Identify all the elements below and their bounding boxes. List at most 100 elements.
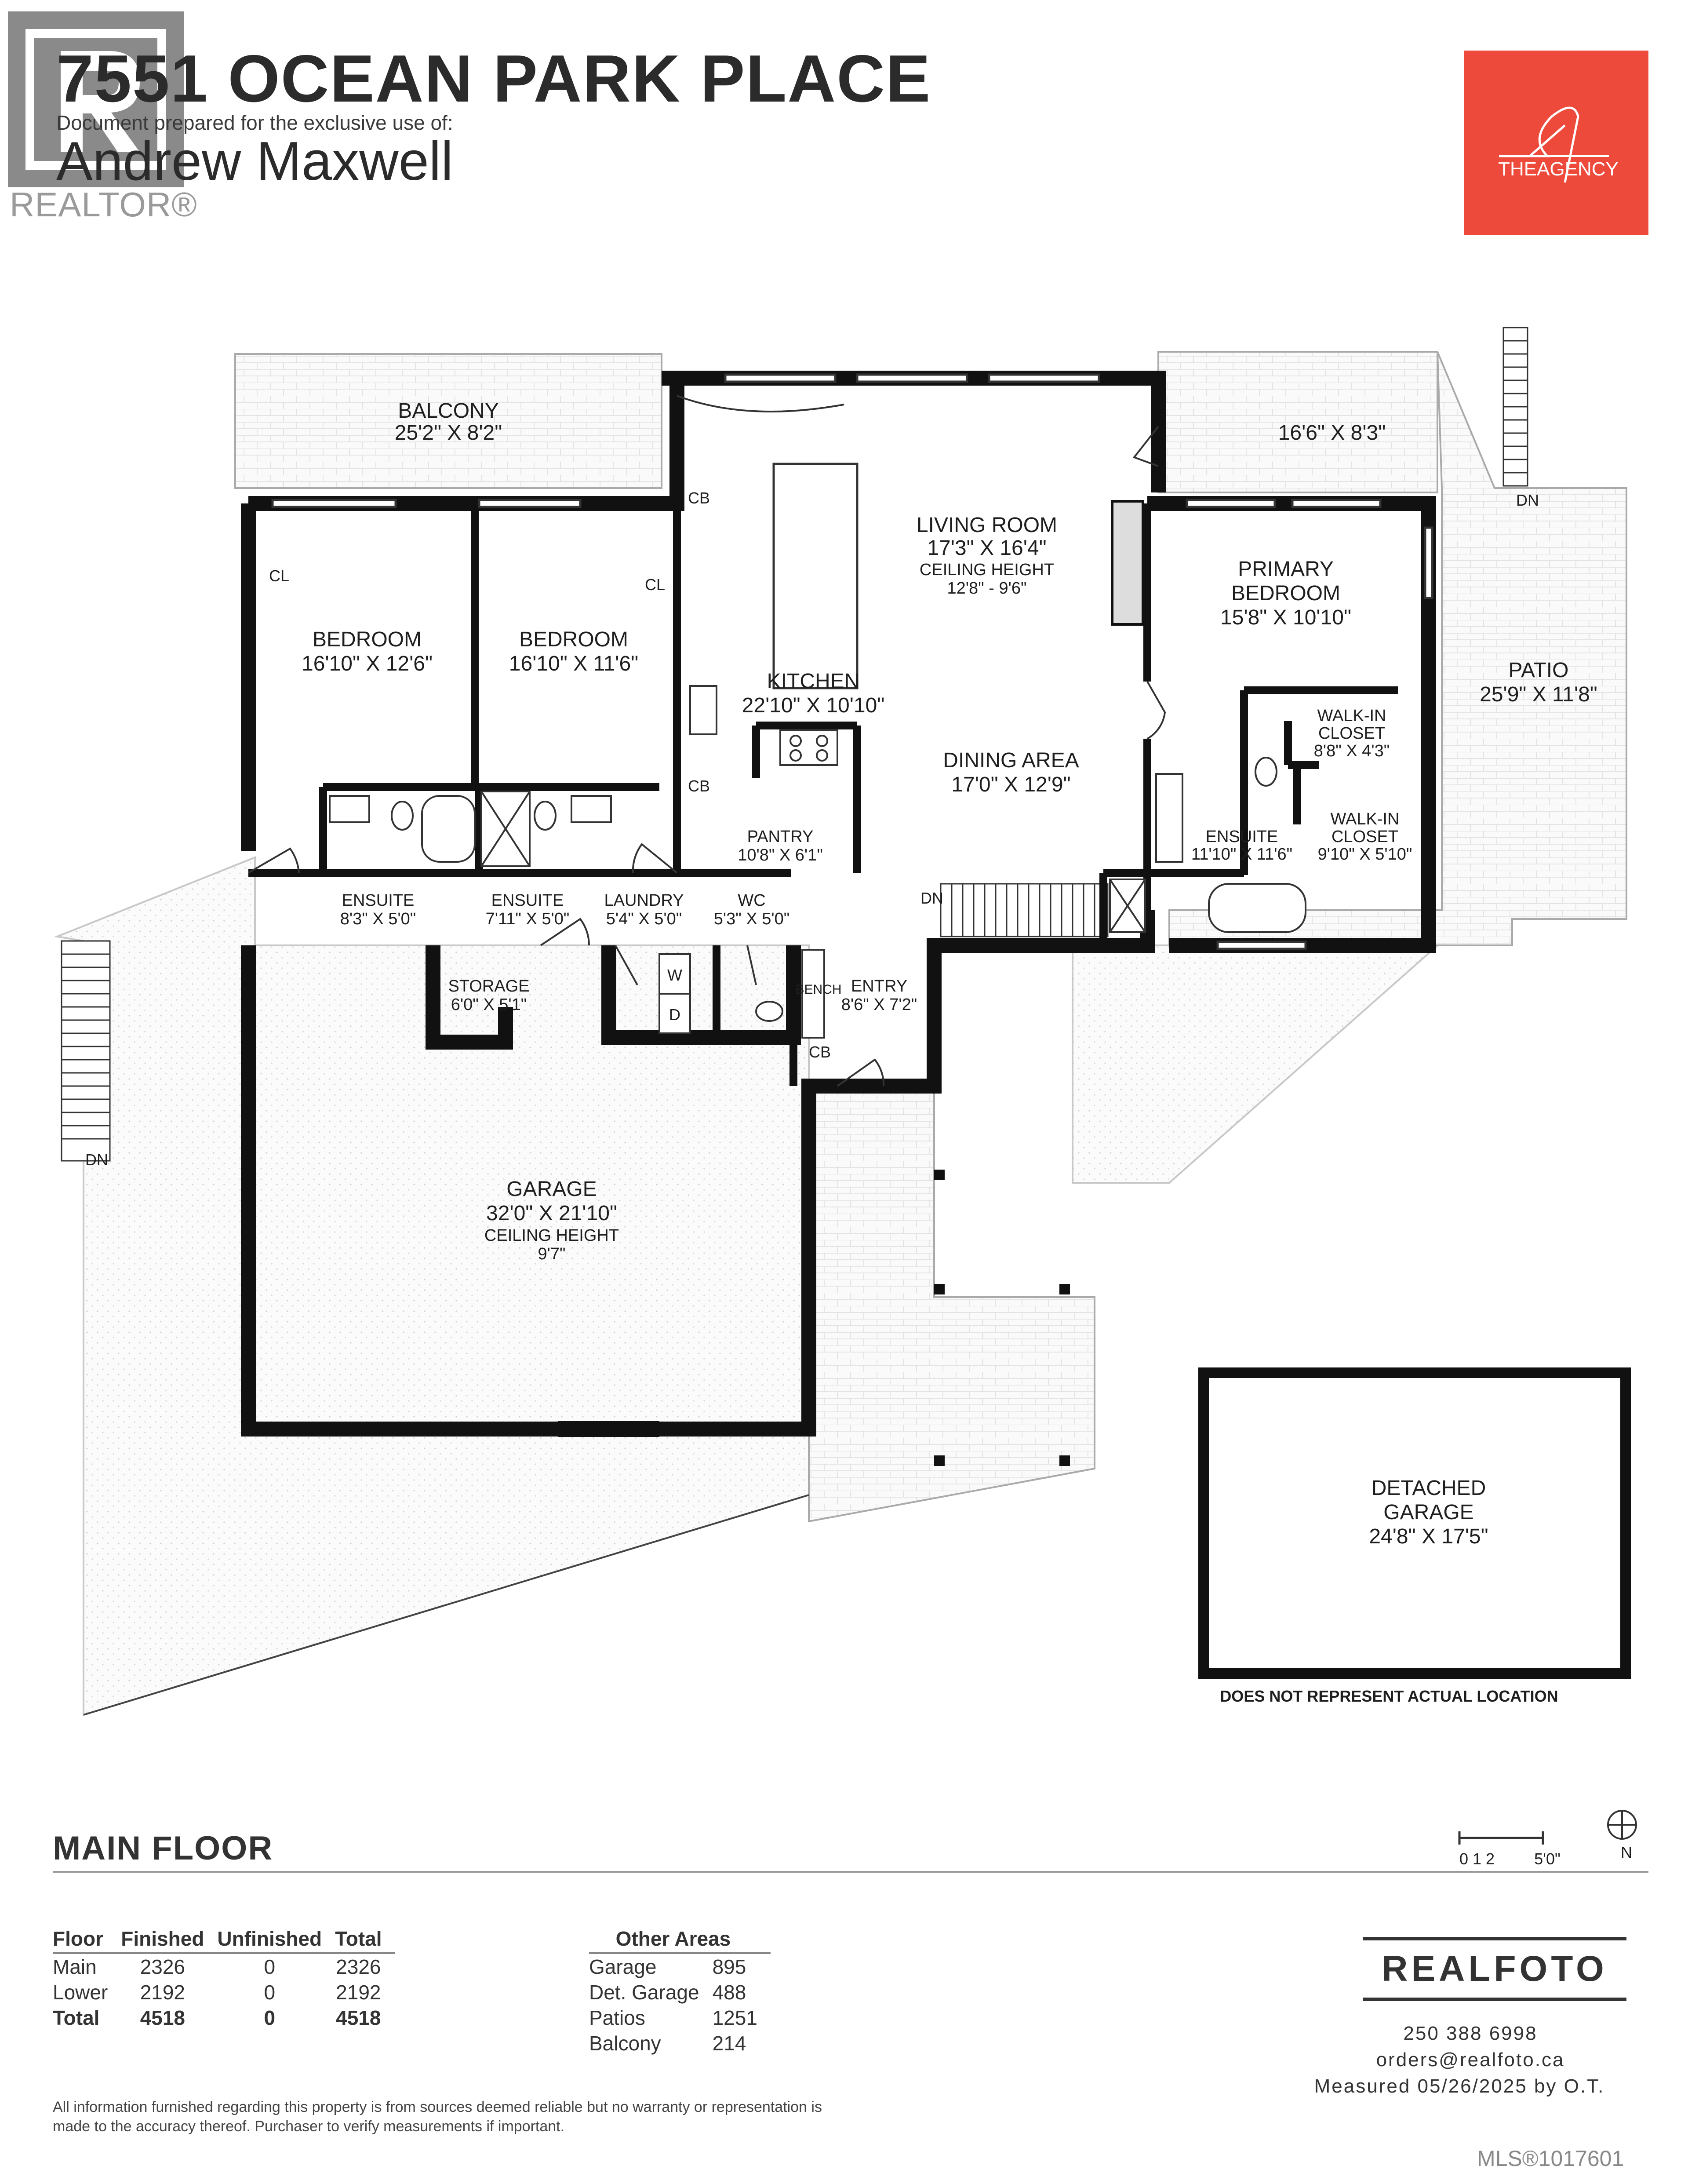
bedroom-1-dims: 16'10" X 12'6" <box>302 652 433 675</box>
company-phone: 250 388 6998 <box>1403 2023 1538 2044</box>
entry-bench <box>801 949 825 1039</box>
living-room-ceiling-label: CEILING HEIGHT <box>920 561 1054 579</box>
scale-marks: 0 1 2 <box>1459 1850 1495 1868</box>
patio-name: PATIO <box>1509 659 1569 682</box>
walkway-surface <box>808 1085 1095 1523</box>
sinks <box>329 685 1183 863</box>
scale-end: 5'0" <box>1534 1850 1561 1868</box>
living-room-ceiling: 12'8" - 9'6" <box>947 579 1027 598</box>
pantry-name: PANTRY <box>747 828 814 846</box>
balcony-name: BALCONY <box>398 399 498 423</box>
patio-dims: 25'9" X 11'8" <box>1480 683 1597 706</box>
north-arrow-icon: N <box>1607 1810 1637 1861</box>
wc-dims: 5'3" X 5'0" <box>714 910 789 928</box>
north-label: N <box>1621 1843 1632 1861</box>
patio-surface <box>1168 351 1627 946</box>
laundry-appliances <box>658 953 691 1034</box>
wc-name: WC <box>738 891 765 910</box>
property-line <box>83 1494 809 1716</box>
kitchen-dims: 22'10" X 10'10" <box>742 694 885 717</box>
other-areas-header: Other Areas <box>589 1926 771 1954</box>
stairs-upper-right <box>1502 327 1528 487</box>
down-label-3: DN <box>920 889 943 907</box>
garage-dims: 32'0" X 21'10" <box>486 1202 617 1225</box>
divider <box>53 1871 1648 1873</box>
ensuite-primary-dims: 11'10" X 11'6" <box>1191 845 1292 864</box>
ensuite-1-name: ENSUITE <box>342 891 415 910</box>
garage-ceiling: 9'7" <box>538 1245 565 1263</box>
stairs-left <box>61 940 111 1162</box>
stove-burners <box>789 735 828 762</box>
entry-dims: 8'6" X 7'2" <box>841 995 917 1014</box>
measured-note: Measured 05/26/2025 by O.T. <box>1314 2075 1605 2097</box>
washer-label: W <box>667 966 682 984</box>
windows <box>271 373 1433 950</box>
prepared-for-caption: Document prepared for the exclusive use … <box>56 111 453 134</box>
walk-in-closet-2-dims: 9'10" X 5'10" <box>1318 845 1412 864</box>
realtor-logo <box>8 11 184 187</box>
bedroom-2-name: BEDROOM <box>519 628 628 651</box>
laundry-name: LAUNDRY <box>604 891 684 910</box>
dining-area-name: DINING AREA <box>943 749 1079 772</box>
header-total: Total <box>335 1926 395 1954</box>
cabinet-label-2: CB <box>688 777 710 795</box>
property-address-title: 7551 OCEAN PARK PLACE <box>56 41 931 116</box>
dining-area-dims: 17'0" X 12'9" <box>951 773 1070 796</box>
laundry-dims: 5'4" X 5'0" <box>606 910 682 928</box>
detached-garage-name-2: GARAGE <box>1383 1501 1473 1524</box>
room-labels: BALCONY 25'2" X 8'2" BEDROOM 16'10" X 12… <box>302 399 1597 1705</box>
storage-dims: 6'0" X 5'1" <box>451 995 527 1014</box>
cabinet-label-1: CB <box>688 489 710 507</box>
detached-garage-name-1: DETACHED <box>1372 1477 1486 1500</box>
realfoto-wordmark: REALFOTO <box>1382 1949 1608 1989</box>
shower <box>480 791 531 867</box>
posts <box>934 1170 1070 1466</box>
bedroom-2-dims: 16'10" X 11'6" <box>509 652 638 675</box>
scale-bar: 0 1 2 5'0" <box>1458 1831 1561 1868</box>
stairs-interior <box>940 883 1109 937</box>
walk-in-closet-2-name-2: CLOSET <box>1331 828 1398 846</box>
table-row: Total 4518 0 4518 <box>53 2006 381 2029</box>
header-floor: Floor <box>53 1926 121 1954</box>
bedroom-1-name: BEDROOM <box>313 628 422 651</box>
walk-in-closet-2-name-1: WALK-IN <box>1331 810 1400 828</box>
realfoto-logo: REALFOTO <box>1363 1937 1626 2001</box>
kitchen-name: KITCHEN <box>767 670 860 693</box>
ensuite-1-dims: 8'3" X 5'0" <box>340 910 416 928</box>
garage-ceiling-label: CEILING HEIGHT <box>484 1226 619 1245</box>
cabinet-label-3: CB <box>809 1043 831 1061</box>
floor-area-table: Floor Finished Unfinished Total Main 232… <box>53 1926 395 2031</box>
bathtub-1 <box>421 795 476 863</box>
fireplace <box>1111 500 1144 626</box>
storage-name: STORAGE <box>448 977 529 995</box>
location-note: DOES NOT REPRESENT ACTUAL LOCATION <box>1220 1687 1558 1705</box>
realtor-wordmark: REALTOR® <box>10 185 197 224</box>
walk-in-closet-1-name-1: WALK-IN <box>1317 707 1386 725</box>
detached-garage-walls <box>1198 1367 1631 1679</box>
agency-a-icon <box>1499 106 1609 183</box>
primary-bedroom-name-2: BEDROOM <box>1231 582 1340 605</box>
primary-bedroom-dims: 15'8" X 10'10" <box>1220 606 1351 629</box>
garage-name: GARAGE <box>506 1178 597 1201</box>
shower-primary <box>1109 879 1146 933</box>
ensuite-primary-name: ENSUITE <box>1206 828 1278 846</box>
header-unfinished: Unfinished <box>217 1926 335 1954</box>
balcony-dims: 25'2" X 8'2" <box>395 421 502 445</box>
interior-walls <box>248 503 1398 1086</box>
entry-name: ENTRY <box>851 977 907 995</box>
ensuite-2-name: ENSUITE <box>491 891 564 910</box>
bathtub-2 <box>1208 883 1306 933</box>
balcony-surface <box>234 353 662 489</box>
dryer-label: D <box>669 1006 680 1024</box>
agency-name: THEAGENCY <box>1498 158 1619 180</box>
ensuite-2-dims: 7'11" X 5'0" <box>486 910 570 928</box>
kitchen-island <box>772 463 859 689</box>
down-label-2: DN <box>85 1151 108 1169</box>
garage-door <box>558 1421 659 1437</box>
table-row: Main 2326 0 2326 <box>53 1955 381 1978</box>
